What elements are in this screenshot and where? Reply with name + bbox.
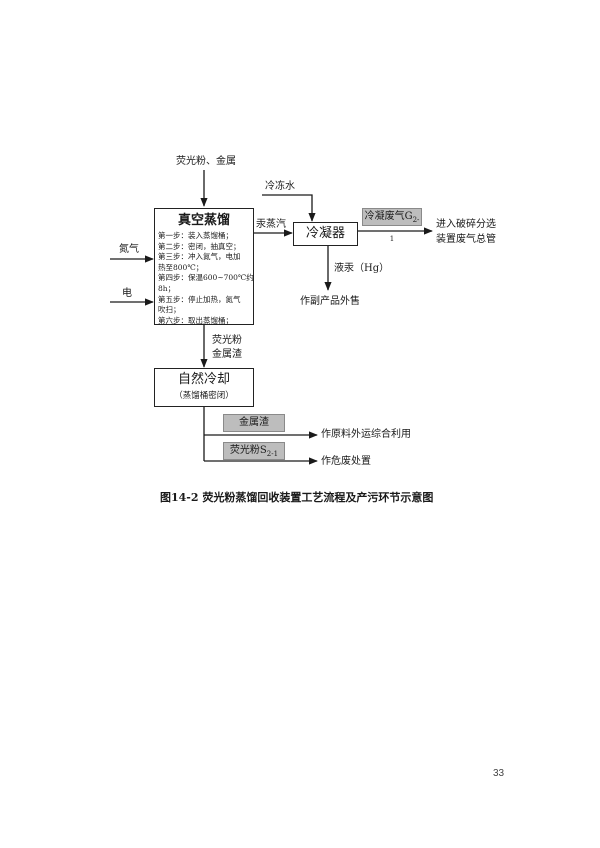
liquid-mercury-label: 液汞（Hg） [334, 263, 390, 274]
phosphor-text: 荧光粉S [229, 445, 267, 456]
step-line: 第三步：冲入氮气，电加 [158, 252, 241, 262]
cooling-water-label: 冷冻水 [265, 181, 295, 192]
metal-slag-badge: 金属渣 [223, 414, 285, 432]
page-number: 33 [493, 768, 505, 779]
exhaust-line-1: 进入破碎分选 [436, 219, 496, 230]
step-line: 第四步：保温600~700℃约 [158, 273, 254, 283]
cooling-title: 自然冷却 [177, 372, 230, 387]
exhaust-line-2: 装置废气总管 [436, 234, 496, 245]
mercury-vapor-label: 汞蒸汽 [256, 219, 286, 230]
distillation-steps: 第一步：装入蒸馏桶； 第二步：密闭，抽真空； 第三步：冲入氮气，电加 热至800… [155, 231, 254, 326]
input-nitrogen: 氮气 [119, 244, 139, 255]
input-phosphor-metal: 荧光粉、金属 [176, 156, 236, 167]
metal-use-label: 作原料外运综合利用 [321, 429, 411, 440]
condenser-box: 冷凝器 [293, 222, 358, 246]
arrow-water-to-condenser [262, 194, 316, 222]
step-line: 第一步：装入蒸馏桶； [158, 231, 233, 240]
phosphor-sub: 2-1 [266, 450, 279, 458]
residue-metal-label: 金属渣 [212, 349, 242, 360]
waste-gas-sub: 2-1 [389, 216, 420, 243]
natural-cooling-box: 自然冷却 （蒸馏桶密闭） [154, 368, 254, 407]
figure-caption: 图14-2 荧光粉蒸馏回收装置工艺流程及产污环节示意图 [160, 491, 434, 504]
condenser-waste-gas-badge: 冷凝废气G2-1 [362, 208, 422, 243]
residue-phosphor-label: 荧光粉 [212, 335, 242, 346]
mercury-sale-label: 作副产品外售 [300, 296, 360, 307]
vacuum-distillation-box: 真空蒸馏 第一步：装入蒸馏桶； 第二步：密闭，抽真空； 第三步：冲入氮气，电加 … [154, 208, 254, 325]
phosphor-waste-badge: 荧光粉S2-1 [223, 442, 285, 460]
step-line: 热至800℃； [158, 262, 204, 272]
input-power: 电 [122, 288, 132, 299]
waste-gas-text: 冷凝废气G [364, 211, 413, 222]
hazardous-label: 作危废处置 [321, 456, 371, 467]
step-line: 第六步：取出蒸馏桶； [158, 315, 233, 325]
cooling-note: （蒸馏桶密闭） [174, 391, 234, 401]
step-line: 第二步：密闭，抽真空； [158, 241, 241, 251]
step-line: 吹扫； [158, 305, 181, 315]
distillation-title: 真空蒸馏 [177, 213, 230, 228]
step-line: 第五步：停止加热，氮气 [158, 294, 241, 304]
step-line: 8h； [158, 283, 176, 293]
